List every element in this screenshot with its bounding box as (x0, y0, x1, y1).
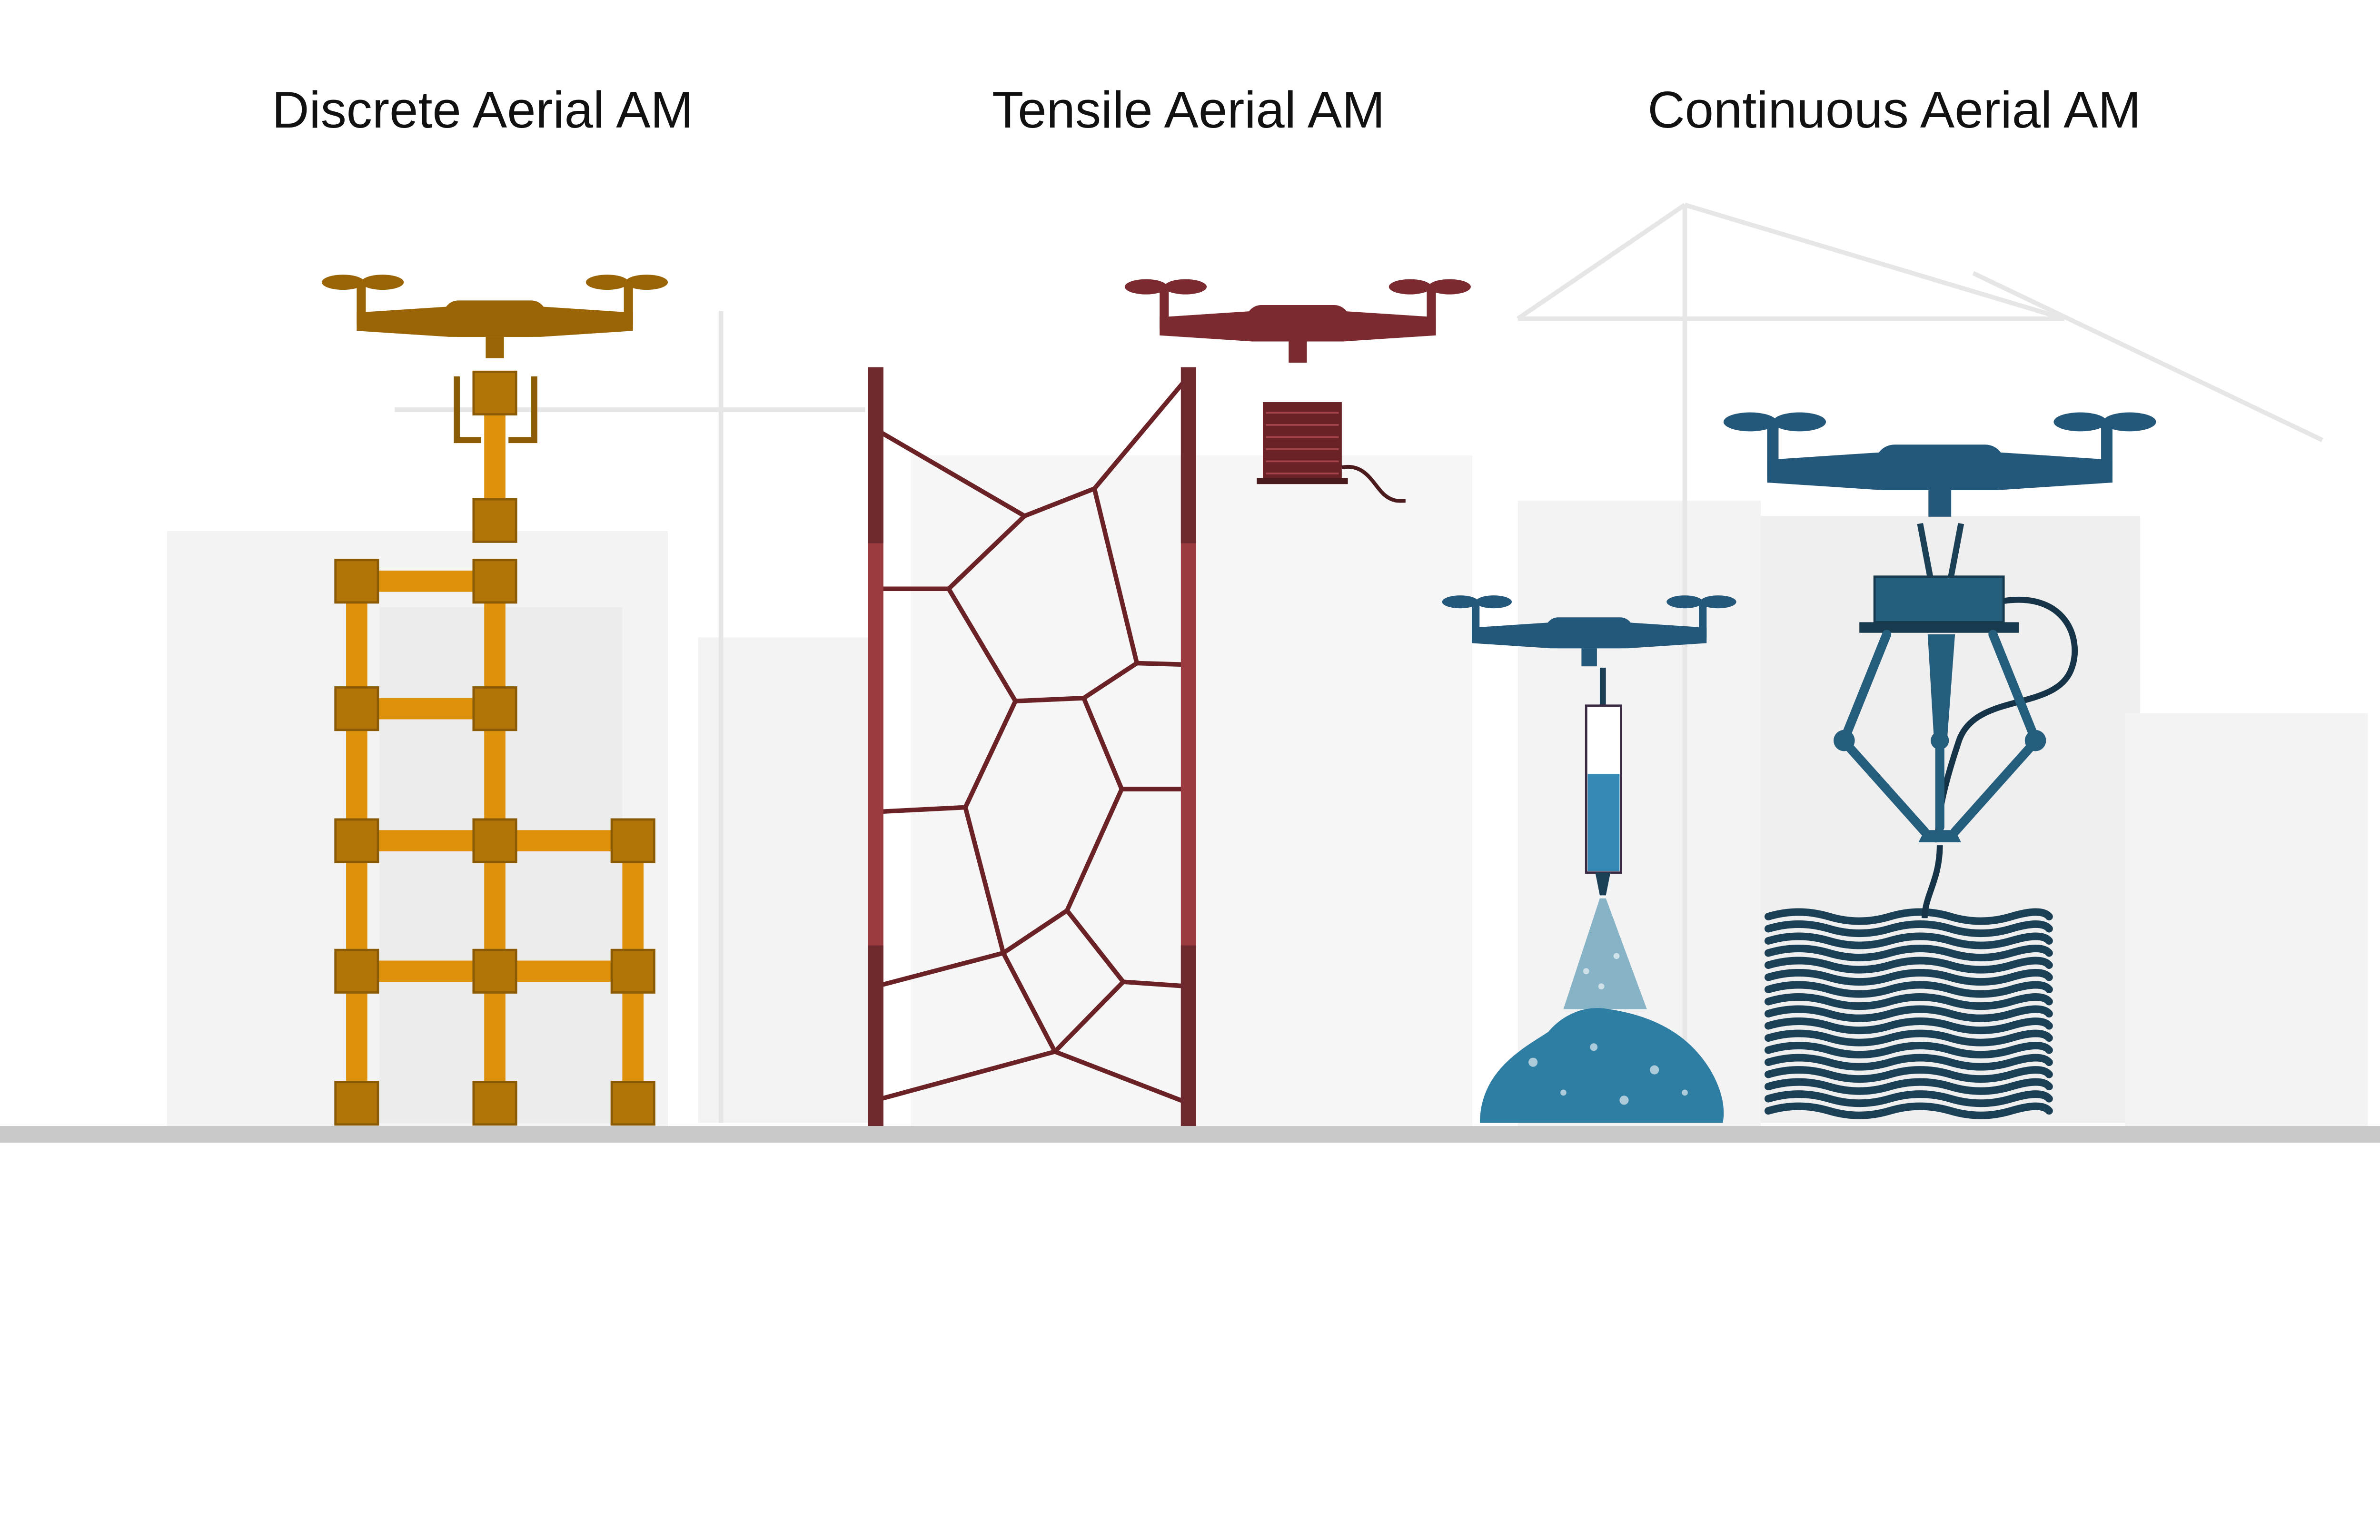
discrete-structure (334, 370, 655, 1126)
spool-icon (1257, 402, 1406, 503)
spray-deposit (1480, 898, 1724, 1123)
drone-icon (1124, 279, 1471, 417)
title-discrete: Discrete Aerial AM (272, 81, 694, 138)
syringe-icon (1585, 668, 1623, 896)
delta-robot-icon (1834, 523, 2078, 918)
title-continuous: Continuous Aerial AM (1647, 81, 2141, 138)
layered-print (1764, 908, 2053, 1119)
title-tensile: Tensile Aerial AM (992, 81, 1385, 138)
aerial-am-diagram: .od .m{fill:#F5A30F;stroke:#B07408;strok… (0, 81, 2380, 1143)
tensile-net (868, 367, 1196, 1126)
ground (0, 1126, 2380, 1143)
